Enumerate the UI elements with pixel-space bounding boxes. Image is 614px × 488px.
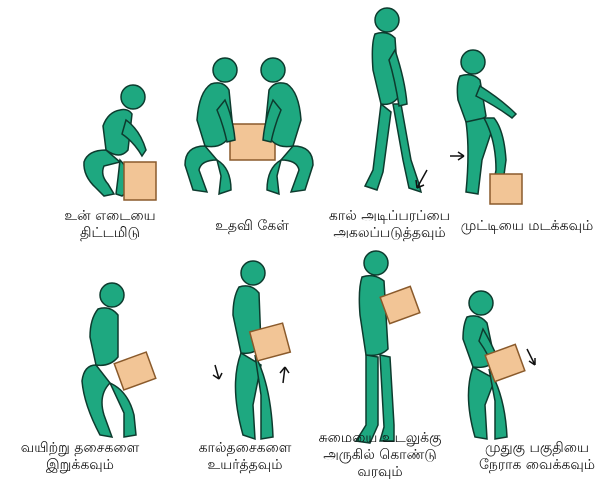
panel-tighten-abs: வயிற்று தசைகளைஇறுக்கவும் [0,245,160,488]
rising-with-box-icon [165,245,320,450]
squat-person-icon [0,0,160,205]
caption-tighten-abs: வயிற்று தசைகளைஇறுக்கவும் [10,440,150,474]
caption-plan-weight: உன் எடையைதிட்டமிடு [60,208,160,242]
carrying-box-icon [300,245,460,450]
caption-lift-legs: கால்தசைகளைஉயர்த்தவும் [175,440,315,474]
panel-lift-legs: கால்தசைகளைஉயர்த்தவும் [165,245,320,488]
standing-person-icon [315,0,460,205]
squat-holding-box-icon [0,245,160,450]
panel-straight-back: முதுகு பகுதியைநேராக வைக்கவும் [445,245,614,488]
caption-ask-help: உதவி கேள் [197,218,307,235]
panel-widen-stance: கால் அடிப்பரப்பைஅகலப்படுத்தவும் [315,0,460,245]
panel-load-close: சுமையை உடலுக்குஅருகில் கொண்டுவரவும் [300,245,460,488]
bending-knees-icon [440,0,614,205]
caption-bend-knees: முட்டியை மடக்கவும் [440,218,614,235]
panel-bend-knees: முட்டியை மடக்கவும் [440,0,614,245]
panel-plan-weight: உன் எடையைதிட்டமிடு [0,0,160,245]
straight-back-icon [445,245,614,450]
caption-straight-back: முதுகு பகுதியைநேராக வைக்கவும் [460,440,614,474]
caption-load-close: சுமையை உடலுக்குஅருகில் கொண்டுவரவும் [305,430,455,481]
